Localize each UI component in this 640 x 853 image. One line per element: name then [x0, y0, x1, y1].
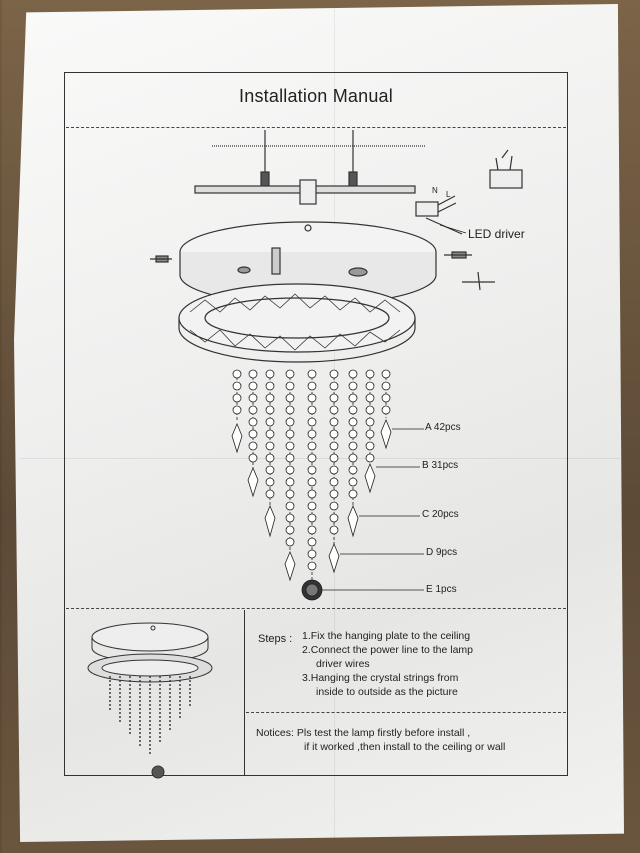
diagram-divider [66, 608, 566, 609]
notices-block: Notices: Pls test the lamp firstly befor… [256, 726, 505, 754]
strand-e-label: E 1pcs [426, 584, 457, 595]
strand-c-label: C 20pcs [422, 509, 459, 520]
notices-line-1: Pls test the lamp firstly before install… [296, 727, 471, 739]
step-2-continued: driver wires [316, 658, 370, 670]
wire-label-l: L [446, 190, 451, 199]
leader-lines [322, 224, 467, 591]
strand-a-label: A 42pcs [425, 422, 461, 433]
led-driver-label: LED driver [468, 227, 525, 241]
chandelier-thumbnail [87, 622, 213, 779]
step-3: 3.Hanging the crystal strings from [302, 672, 459, 684]
notices-line-2: if it worked ,then install to the ceilin… [304, 741, 506, 753]
paper-sheet [14, 4, 624, 842]
title-divider [66, 127, 566, 128]
crystal-strands [231, 369, 392, 601]
strand-d-label: D 9pcs [426, 547, 458, 558]
notices-heading: Notices: [256, 727, 294, 739]
thumbnail-divider [244, 610, 245, 776]
step-3-continued: inside to outside as the picture [316, 686, 458, 698]
manual-title: Installation Manual [239, 86, 393, 106]
manual-frame [64, 72, 568, 776]
wire-label-n: N [432, 186, 438, 195]
steps-heading: Steps : [258, 633, 293, 645]
step-1: 1.Fix the hanging plate to the ceiling [302, 630, 471, 642]
strand-b-label: B 31pcs [422, 460, 459, 471]
paper-fold-horizontal [20, 458, 620, 459]
step-2: 2.Connect the power line to the lamp [302, 644, 474, 656]
notices-divider [246, 712, 566, 713]
